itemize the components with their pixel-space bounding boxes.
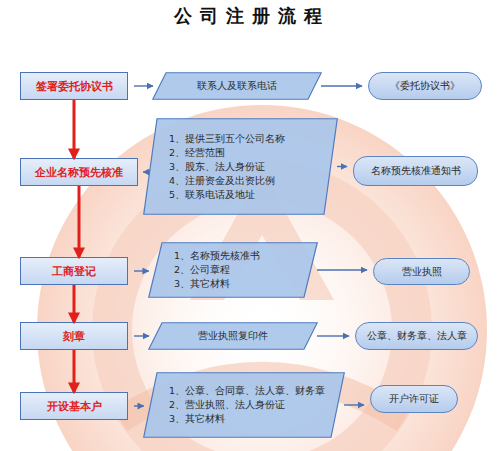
input-parallelogram: 1、公章、合同章、法人章、财务章2、营业执照、法人身份证3、其它材料: [143, 372, 345, 438]
flow-arrow: [134, 85, 153, 86]
node-text: 营业执照: [402, 265, 442, 279]
process-box: 企业名称预先核准: [20, 158, 138, 186]
flow-arrow: [317, 335, 349, 336]
node-text: 2、公司章程: [174, 263, 230, 277]
step-arrow: [73, 100, 76, 158]
node-text: 1、公章、合同章、法人章、财务章: [169, 384, 325, 398]
parallelogram-shape: [153, 73, 322, 100]
diagram-title: 公司注册流程: [0, 4, 503, 28]
node-text: 3、股东、法人身份证: [169, 160, 265, 174]
node-text: 2、经营范围: [169, 146, 225, 160]
node-text: 1、名称预先核准书: [174, 249, 260, 263]
node-text: 联系人及联系电话: [197, 79, 277, 93]
result-pill: 营业执照: [373, 258, 470, 285]
flow-arrow: [344, 404, 364, 405]
process-box: 签署委托协议书: [20, 72, 128, 100]
parallelogram-shape: [149, 243, 318, 298]
result-pill: 开户许可证: [370, 385, 458, 413]
node-text: 开户许可证: [389, 392, 439, 406]
node-text: 3、其它材料: [169, 412, 225, 426]
flow-arrow: [337, 166, 347, 167]
node-text: 《委托协议书》: [390, 79, 460, 93]
node-text: 4、注册资金及出资比例: [169, 174, 275, 188]
input-parallelogram: 1、提供三到五个公司名称2、经营范围3、股东、法人身份证4、注册资金及出资比例5…: [143, 118, 338, 215]
node-text: 1、提供三到五个公司名称: [169, 132, 285, 146]
input-parallelogram: 1、名称预先核准书2、公司章程3、其它材料: [148, 242, 318, 298]
process-box: 工商登记: [20, 257, 128, 285]
node-text: 5、联系电话及地址: [169, 188, 255, 202]
step-arrow: [73, 350, 76, 392]
flow-arrow: [134, 335, 149, 336]
parallelogram-shape: [144, 373, 345, 438]
node-text: 营业执照复印件: [198, 329, 268, 343]
input-parallelogram: 营业执照复印件: [148, 322, 318, 350]
flow-arrow: [134, 405, 144, 406]
step-arrow: [78, 186, 81, 257]
process-box: 刻章: [20, 322, 128, 350]
flow-arrow: [317, 269, 367, 270]
flow-arrow: [321, 85, 362, 86]
process-box: 开设基本户: [20, 392, 128, 420]
result-pill: 公章、财务章、法人章: [355, 322, 478, 350]
input-parallelogram: 联系人及联系电话: [152, 72, 322, 100]
node-text: 企业名称预先核准: [35, 165, 123, 180]
node-text: 刻章: [63, 329, 85, 344]
node-text: 工商登记: [52, 264, 96, 279]
result-pill: 名称预先核准通知书: [353, 156, 478, 186]
node-text: 签署委托协议书: [36, 79, 113, 94]
parallelogram-shape: [149, 323, 318, 350]
parallelogram-shape: [144, 119, 338, 215]
node-text: 公章、财务章、法人章: [367, 329, 467, 343]
flow-arrow: [143, 171, 145, 172]
node-text: 名称预先核准通知书: [371, 164, 461, 178]
step-arrow: [73, 285, 76, 322]
node-text: 开设基本户: [47, 399, 102, 414]
node-text: 2、营业执照、法人身份证: [169, 398, 285, 412]
node-text: 3、其它材料: [174, 277, 230, 291]
flow-arrow: [134, 270, 149, 271]
result-pill: 《委托协议书》: [368, 72, 482, 100]
